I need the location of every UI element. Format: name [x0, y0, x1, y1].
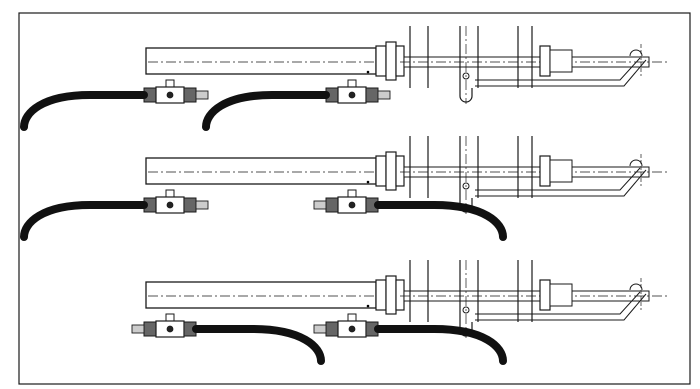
fitting-bleed-screw: [348, 91, 356, 99]
tee-fitting: [143, 189, 209, 214]
rod-eye: [629, 159, 643, 167]
fitting-nipple: [195, 90, 209, 100]
tee-fitting: [313, 189, 379, 214]
tie-rod-edge: [475, 293, 647, 321]
cylinder-barrel: [145, 47, 377, 75]
hydraulic-hose: [374, 201, 507, 241]
fitting-nut-left: [325, 197, 339, 213]
marker-dot: [366, 180, 370, 184]
fitting-nipple: [131, 324, 145, 334]
gland-flange: [395, 279, 405, 311]
gland: [375, 155, 387, 187]
hydraulic-hose: [192, 325, 325, 365]
row-3: [131, 260, 670, 365]
fitting-nipple: [313, 324, 327, 334]
rod-eye: [629, 49, 643, 57]
fitting-nut-right: [365, 87, 379, 103]
rod-collar: [549, 49, 573, 73]
gland-flange: [395, 155, 405, 187]
tee-fitting: [313, 313, 379, 338]
tie-rod-edge: [475, 59, 647, 87]
fitting-nipple: [377, 90, 391, 100]
gland: [375, 45, 387, 77]
rod-collar: [549, 159, 573, 183]
hydraulic-hose: [374, 325, 507, 365]
fitting-bleed-screw: [166, 201, 174, 209]
rod-eye: [629, 283, 643, 291]
fitting-bleed-screw: [166, 325, 174, 333]
tee-fitting: [325, 79, 391, 104]
fitting-nut-right: [183, 197, 197, 213]
hydraulic-hose: [20, 201, 148, 241]
fitting-nut-left: [325, 321, 339, 337]
cylinder-barrel: [145, 281, 377, 309]
gland: [375, 279, 387, 311]
fitting-bleed-screw: [348, 325, 356, 333]
marker-dot: [366, 304, 370, 308]
gland-nut: [385, 151, 397, 191]
tie-rod: [475, 167, 641, 191]
marker-dot: [366, 70, 370, 74]
fitting-bleed-screw: [166, 91, 174, 99]
row-2: [20, 136, 670, 241]
hydraulic-hose: [20, 91, 148, 131]
cylinder-barrel: [145, 157, 377, 185]
tee-fitting: [131, 313, 197, 338]
rod-nut: [539, 279, 551, 311]
figure-frame: [18, 12, 691, 385]
tie-rod: [475, 57, 641, 81]
tee-fitting: [143, 79, 209, 104]
fitting-nipple: [195, 200, 209, 210]
gland-flange: [395, 45, 405, 77]
row-1: [20, 26, 670, 131]
fitting-nipple: [313, 200, 327, 210]
tie-rod: [475, 291, 641, 315]
rod-nut: [539, 155, 551, 187]
fitting-nut-right: [183, 87, 197, 103]
rod-nut: [539, 45, 551, 77]
tie-rod-edge: [475, 169, 647, 197]
fitting-nut-left: [143, 321, 157, 337]
gland-nut: [385, 275, 397, 315]
fitting-bleed-screw: [348, 201, 356, 209]
hydraulic-hose: [202, 91, 330, 131]
gland-nut: [385, 41, 397, 81]
rod-collar: [549, 283, 573, 307]
